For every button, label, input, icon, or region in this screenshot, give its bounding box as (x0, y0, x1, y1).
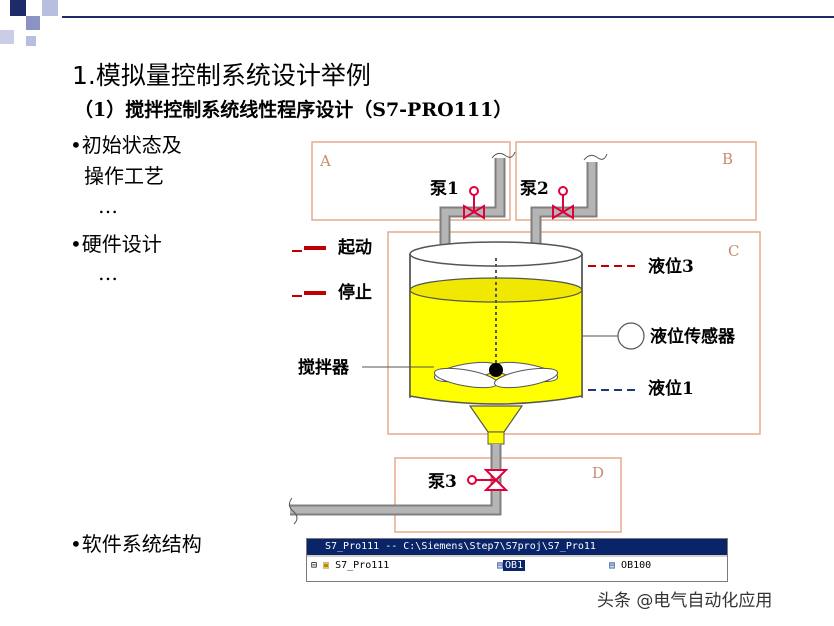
bullet-operation: 操作工艺 (84, 164, 164, 188)
box-a-label: A (319, 152, 331, 170)
stop-label: 停止 (338, 282, 372, 303)
ellipsis-1: … (98, 194, 118, 218)
pump-1-label: 泵1 (430, 179, 459, 199)
watermark: 头条 @电气自动化应用 (597, 591, 773, 611)
folder-icon: ▣ (323, 560, 336, 571)
bullet-initial-state: •初始状态及 (70, 133, 182, 157)
valve-2-icon (552, 186, 574, 220)
start-label: 起动 (337, 237, 372, 258)
level-3-label: 液位3 (648, 256, 694, 277)
agitator-label: 搅拌器 (298, 357, 350, 378)
page-subtitle: （1）搅拌控制系统线性程序设计（S7-PRO111） (74, 99, 513, 121)
expand-icon[interactable]: ⊟ (311, 560, 324, 571)
block-icon: ▤ (497, 560, 504, 571)
window-title: S7_Pro111 -- C:\Siemens\Step7\S7proj\S7_… (307, 539, 727, 555)
header-rule (62, 16, 834, 18)
simatic-manager-window: S7_Pro111 -- C:\Siemens\Step7\S7proj\S7_… (306, 538, 728, 582)
start-indicator (292, 246, 326, 252)
level-sensor-icon (617, 322, 645, 350)
area-box-d (394, 457, 622, 533)
box-b-label: B (722, 150, 733, 168)
project-tree[interactable]: ⊟ ▣ S7_Pro111 (311, 560, 389, 571)
stop-indicator (292, 291, 326, 297)
valve-1-icon (463, 186, 485, 220)
block-icon: ▤ (609, 560, 622, 571)
bullet-hardware: •硬件设计 (70, 232, 162, 256)
window-body: ⊟ ▣ S7_Pro111 ▤OB1 ▤ OB100 (307, 557, 727, 581)
box-d-label: D (592, 464, 604, 482)
area-box-c (387, 231, 761, 435)
area-box-b (515, 141, 757, 221)
valve-3-icon (467, 469, 509, 491)
outlet-pipe (290, 444, 502, 516)
corner-decoration (0, 0, 62, 52)
ellipsis-2: … (98, 261, 118, 285)
ob1-item[interactable]: ▤OB1 (497, 560, 526, 571)
level-sensor-label: 液位传感器 (650, 326, 736, 347)
pump-3-label: 泵3 (428, 472, 457, 492)
page-title: 1.模拟量控制系统设计举例 (72, 61, 371, 90)
project-tree-item[interactable]: S7_Pro111 (335, 560, 390, 571)
pump-2-label: 泵2 (520, 179, 549, 199)
bullet-software: •软件系统结构 (70, 532, 202, 556)
agitator-blades-icon (433, 361, 559, 389)
ob100-item[interactable]: ▤ OB100 (609, 560, 652, 571)
level-1-label: 液位1 (648, 378, 694, 399)
area-box-a (311, 141, 511, 221)
box-c-label: C (728, 242, 739, 260)
